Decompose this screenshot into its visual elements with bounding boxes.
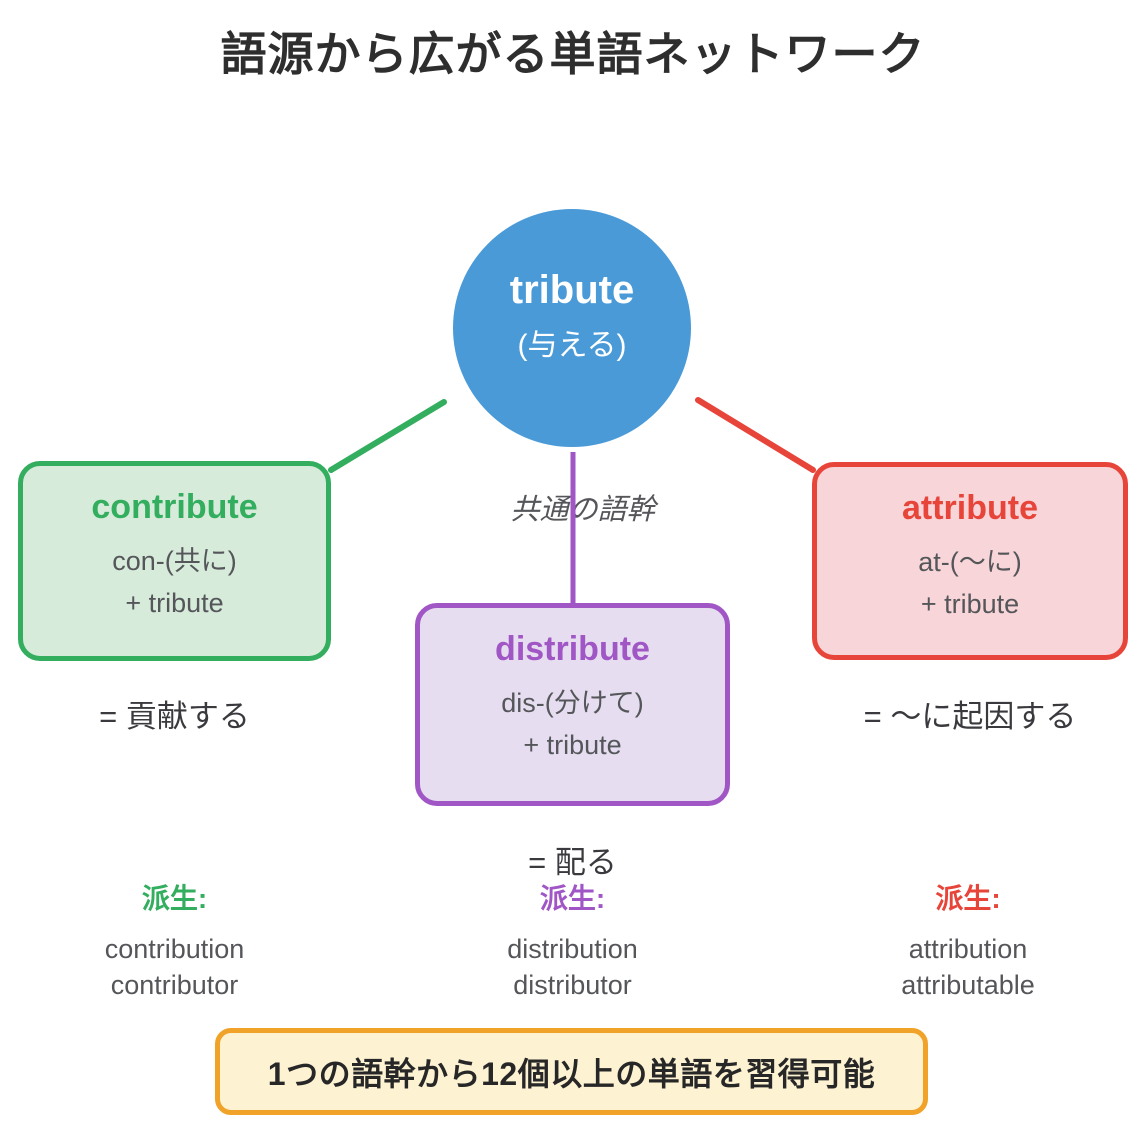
node-suffix: + tribute <box>523 729 622 760</box>
meaning-distribute: = 配る <box>528 845 617 880</box>
node-contribute: contribute con-(共に) + tribute <box>18 461 331 661</box>
node-attribute: attribute at-(〜に) + tribute <box>812 462 1128 660</box>
node-distribute: distribute dis-(分けて) + tribute <box>415 603 730 806</box>
node-parts: at-(〜に) + tribute <box>918 542 1022 626</box>
meaning-attribute: = 〜に起因する <box>863 699 1077 734</box>
connector-attribute-line <box>695 397 816 473</box>
summary-text: 1つの語幹から12個以上の単語を習得可能 <box>267 1055 876 1092</box>
root-word: tribute <box>509 268 635 312</box>
node-prefix: con-(共に) <box>112 546 237 576</box>
derived-word: distribution <box>507 934 638 964</box>
derived-list-distribute: 派生: distribution distributor <box>415 877 730 1003</box>
derived-word: attribution <box>908 934 1028 964</box>
node-prefix: dis-(分けて) <box>501 688 644 718</box>
summary-banner: 1つの語幹から12個以上の単語を習得可能 <box>215 1028 928 1115</box>
node-word: distribute <box>495 630 650 668</box>
node-prefix: at-(〜に) <box>918 547 1022 577</box>
node-word: attribute <box>902 489 1038 527</box>
connector-contribute-line <box>328 399 447 473</box>
page-title: 語源から広がる単語ネットワーク <box>220 28 926 80</box>
node-suffix: + tribute <box>920 588 1020 619</box>
root-node-tribute: tribute (与える) <box>453 209 691 447</box>
derived-list-contribute: 派生: contribution contributor <box>18 877 331 1003</box>
derived-label: 派生: <box>539 883 606 914</box>
stem-caption: 共通の語幹 <box>510 494 656 526</box>
node-parts: con-(共に) + tribute <box>112 541 237 625</box>
node-suffix: + tribute <box>125 587 224 618</box>
node-word: contribute <box>91 488 258 526</box>
derived-list-attribute: 派生: attribution attributable <box>810 877 1126 1003</box>
derived-word: contribution <box>104 934 245 964</box>
derived-word: attributable <box>901 970 1035 1000</box>
derived-word: distributor <box>513 970 632 1000</box>
root-gloss: (与える) <box>517 329 627 362</box>
derived-label: 派生: <box>935 883 1001 914</box>
derived-label: 派生: <box>141 883 208 914</box>
derived-word: contributor <box>110 970 239 1000</box>
meaning-contribute: = 貢献する <box>99 699 250 734</box>
node-parts: dis-(分けて) + tribute <box>501 683 644 767</box>
